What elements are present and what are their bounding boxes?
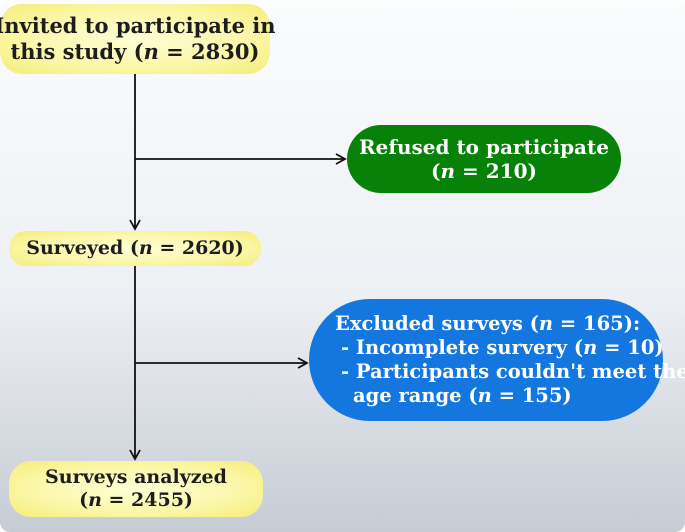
excluded-line-1-pre: Excluded surveys ( <box>335 312 539 336</box>
node-excluded: Excluded surveys (n = 165): - Incomplete… <box>309 299 685 421</box>
invited-line-2-pre: this study ( <box>10 39 144 64</box>
node-analyzed: Surveys analyzed (n = 2455) <box>9 461 263 517</box>
excluded-line-1: Excluded surveys (n = 165): <box>335 312 640 336</box>
refused-count: = 210) <box>455 159 537 183</box>
refused-line-2-pre: ( <box>431 159 441 183</box>
excluded-count: = 165): <box>553 312 641 336</box>
excluded-line-2: - Incomplete survery (n = 10) <box>335 336 664 360</box>
refused-n-symbol: n <box>440 159 456 183</box>
analyzed-count: = 2455) <box>101 489 193 511</box>
excluded-line-4: age range (n = 155) <box>335 384 572 408</box>
excluded-incomplete-count: = 10) <box>597 336 664 360</box>
excluded-line-3: - Participants couldn't meet the <box>341 360 685 383</box>
excluded-n-symbol: n <box>538 312 554 336</box>
node-refused: Refused to participate (n = 210) <box>347 125 621 193</box>
refused-line-2: (n = 210) <box>431 159 537 183</box>
excluded-age-count: = 155) <box>491 383 572 407</box>
surveyed-count: = 2620) <box>152 236 244 259</box>
analyzed-line-2: (n = 2455) <box>79 489 193 512</box>
excluded-n-symbol-2: n <box>583 336 598 360</box>
node-surveyed: Surveyed (n = 2620) <box>9 231 261 266</box>
invited-line-1: Invited to participate in <box>0 13 276 39</box>
excluded-n-symbol-3: n <box>477 383 492 407</box>
surveyed-line-1: Surveyed (n = 2620) <box>26 237 244 260</box>
excluded-line-4-pre: age range ( <box>353 383 478 407</box>
node-invited: Invited to participate in this study (n … <box>0 4 276 74</box>
analyzed-line-1: Surveys analyzed <box>45 465 227 488</box>
refused-line-1: Refused to participate <box>359 134 609 159</box>
surveyed-n-symbol: n <box>138 236 153 259</box>
analyzed-n-symbol: n <box>88 489 102 511</box>
invited-line-2: this study (n = 2830) <box>11 39 260 65</box>
excluded-line-2-pre: - Incomplete survery ( <box>341 336 584 360</box>
analyzed-line-2-pre: ( <box>79 489 89 511</box>
invited-n-symbol: n <box>143 39 159 64</box>
surveyed-line-1-pre: Surveyed ( <box>26 236 139 259</box>
invited-count: = 2830) <box>158 39 260 64</box>
